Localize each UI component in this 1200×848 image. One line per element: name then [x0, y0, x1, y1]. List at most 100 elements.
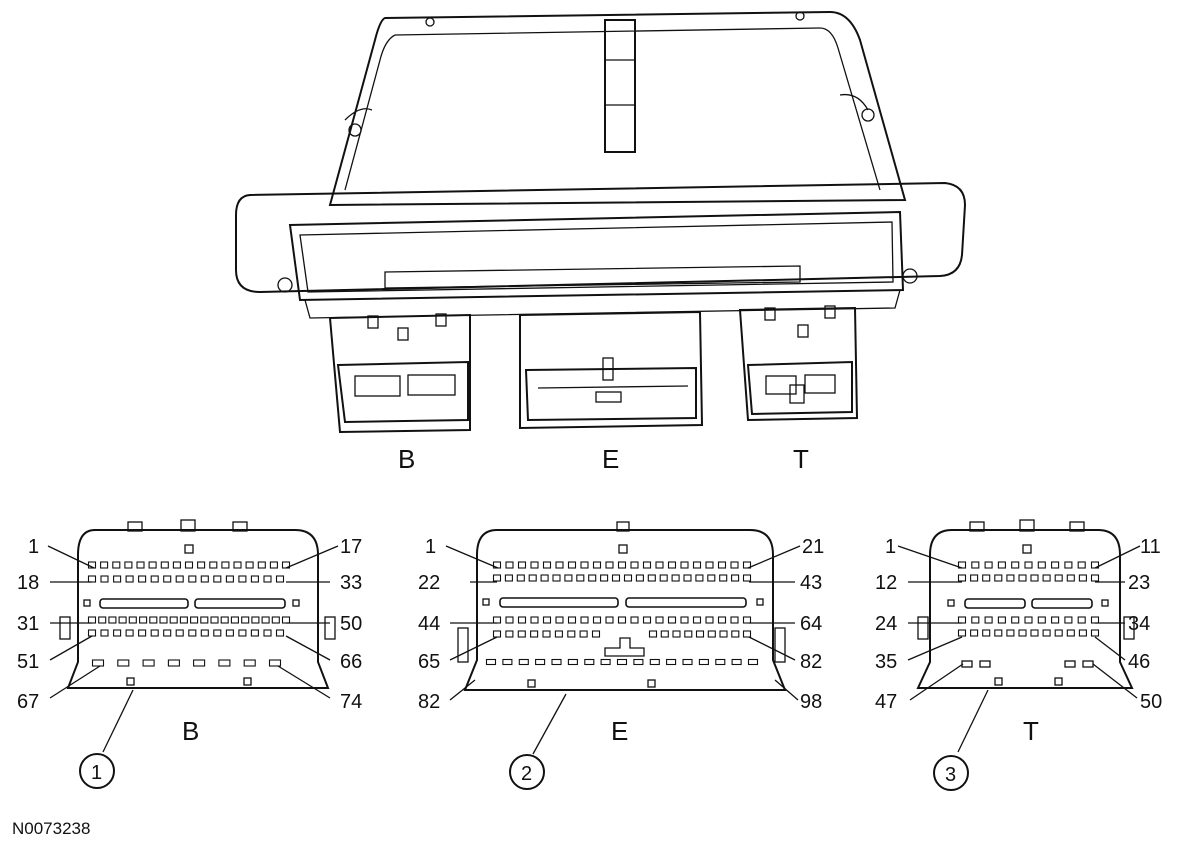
pin: [719, 630, 728, 638]
pin: [591, 630, 601, 638]
pin: [1054, 629, 1063, 637]
pin-row: [957, 561, 1100, 569]
pin: [542, 630, 551, 638]
pin: [707, 574, 716, 582]
pin-row: [87, 575, 285, 583]
pin: [551, 658, 562, 666]
pin: [150, 629, 159, 637]
pin-label: 82: [800, 651, 822, 673]
pin: [1078, 629, 1087, 637]
pin: [567, 561, 577, 569]
pin: [502, 658, 513, 666]
pin-row: [87, 616, 291, 624]
pin: [138, 629, 147, 637]
pin: [233, 561, 242, 569]
connector-label: E: [611, 716, 628, 746]
pin-label: 98: [800, 691, 822, 713]
pin-label: 1: [425, 536, 436, 558]
pin: [683, 574, 692, 582]
pin-row: [492, 616, 752, 624]
pin: [1078, 574, 1087, 582]
pin: [530, 561, 539, 569]
pin: [649, 658, 660, 666]
pin: [517, 630, 526, 638]
callout-circle: [79, 753, 115, 789]
pin: [163, 629, 172, 637]
pin: [238, 629, 247, 637]
module-port-e: [519, 310, 704, 430]
pin: [592, 561, 602, 569]
pin-label: 1: [885, 536, 896, 558]
pin: [623, 574, 633, 582]
pin: [671, 574, 680, 582]
pin-label: 22: [418, 572, 440, 594]
pin: [188, 629, 197, 637]
pin: [138, 575, 147, 583]
pin: [1090, 616, 1100, 624]
pin-row: [87, 629, 285, 637]
pin: [125, 629, 134, 637]
pin: [113, 575, 122, 583]
pin: [635, 574, 644, 582]
pin: [1090, 629, 1100, 637]
pin: [616, 658, 628, 666]
pin: [1066, 574, 1075, 582]
pin: [221, 561, 230, 569]
pin: [1077, 616, 1086, 624]
pin: [579, 630, 588, 638]
pin-row: [492, 574, 752, 582]
pin: [213, 629, 222, 637]
pin: [87, 575, 97, 583]
callout-circle: [509, 754, 545, 790]
pin: [209, 561, 218, 569]
pin: [518, 658, 529, 666]
pin-label: 44: [418, 613, 440, 635]
pin: [576, 574, 585, 582]
pin-label: 47: [875, 691, 897, 713]
pin: [243, 659, 256, 667]
pin: [169, 616, 178, 624]
pin: [684, 630, 693, 638]
pin: [492, 616, 502, 624]
pin-row: [91, 659, 282, 667]
control-module: B E T: [235, 10, 967, 474]
pin: [742, 574, 752, 582]
pin: [659, 574, 668, 582]
pin: [588, 574, 597, 582]
pin: [148, 561, 157, 569]
pin: [160, 561, 169, 569]
callout-number: 2: [521, 763, 532, 785]
pin: [1064, 616, 1073, 624]
pin: [213, 575, 222, 583]
pin: [742, 630, 752, 638]
pin-label: 17: [340, 536, 362, 558]
pin: [485, 658, 497, 666]
callout-number: 1: [91, 762, 102, 784]
pin: [730, 561, 739, 569]
pin: [112, 561, 121, 569]
pin-label: 50: [1140, 691, 1162, 713]
pin: [1051, 561, 1060, 569]
pin: [1024, 616, 1033, 624]
pin: [281, 616, 291, 624]
pin-label: 43: [800, 572, 822, 594]
pin: [660, 630, 669, 638]
pin: [108, 616, 117, 624]
pin: [567, 658, 578, 666]
pin-row: [957, 616, 1100, 624]
pin: [747, 658, 759, 666]
pin-label: 67: [17, 691, 39, 713]
pin: [655, 616, 664, 624]
pin: [188, 575, 197, 583]
pin: [275, 629, 285, 637]
pin: [695, 630, 705, 638]
pin: [200, 616, 209, 624]
pin-label: 35: [875, 651, 897, 673]
pin: [269, 561, 278, 569]
pin: [125, 575, 134, 583]
pin: [717, 616, 727, 624]
pin: [250, 575, 259, 583]
pin-row: [485, 658, 759, 666]
pin: [994, 629, 1003, 637]
figure-id: N0073238: [12, 819, 90, 838]
